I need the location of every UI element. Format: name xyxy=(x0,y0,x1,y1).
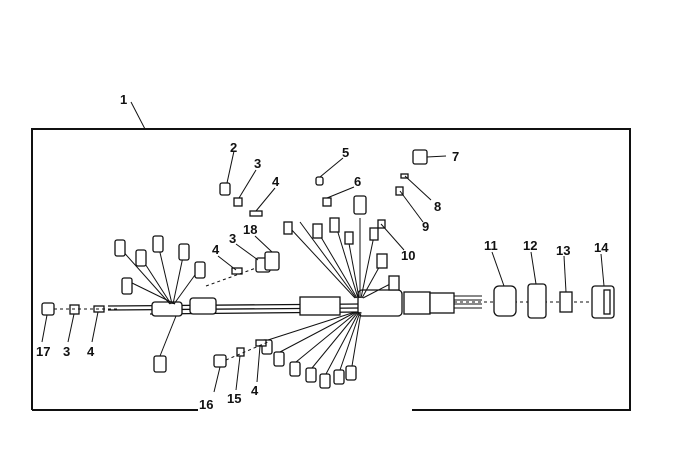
upper-wire-breakouts xyxy=(283,195,400,299)
callout-3-bottom-left: 3 xyxy=(63,344,70,359)
callout-4: 4 xyxy=(272,174,280,189)
lower-wire-breakouts xyxy=(261,311,362,389)
callout-4-bottom: 4 xyxy=(251,383,259,398)
callout-18: 18 xyxy=(243,222,257,237)
callout-10: 10 xyxy=(401,248,415,263)
callout-17: 17 xyxy=(36,344,50,359)
callout-4-bottom-left: 4 xyxy=(87,344,95,359)
callout-14: 14 xyxy=(594,240,609,255)
callout-4-left: 4 xyxy=(212,242,220,257)
callout-labels: 1 2 3 4 5 6 7 8 9 10 18 4 3 11 12 13 14 … xyxy=(36,92,609,412)
leader-lines xyxy=(41,101,605,393)
callout-9: 9 xyxy=(422,219,429,234)
callout-13: 13 xyxy=(556,243,570,258)
terminal-parts xyxy=(41,149,428,368)
receptacle-components xyxy=(454,283,615,319)
callout-1: 1 xyxy=(120,92,127,107)
harness-trunk xyxy=(107,289,482,317)
callout-6: 6 xyxy=(354,174,361,189)
callout-16: 16 xyxy=(199,397,213,412)
callout-3: 3 xyxy=(254,156,261,171)
callout-7: 7 xyxy=(452,149,459,164)
callout-2: 2 xyxy=(230,140,237,155)
callout-11: 11 xyxy=(484,238,498,253)
callout-3-left: 3 xyxy=(229,231,236,246)
callout-12: 12 xyxy=(523,238,537,253)
callout-8: 8 xyxy=(434,199,441,214)
callout-15: 15 xyxy=(227,391,241,406)
callout-5: 5 xyxy=(342,145,349,160)
diagram-frame xyxy=(31,128,631,411)
left-branch-connectors xyxy=(114,235,206,373)
